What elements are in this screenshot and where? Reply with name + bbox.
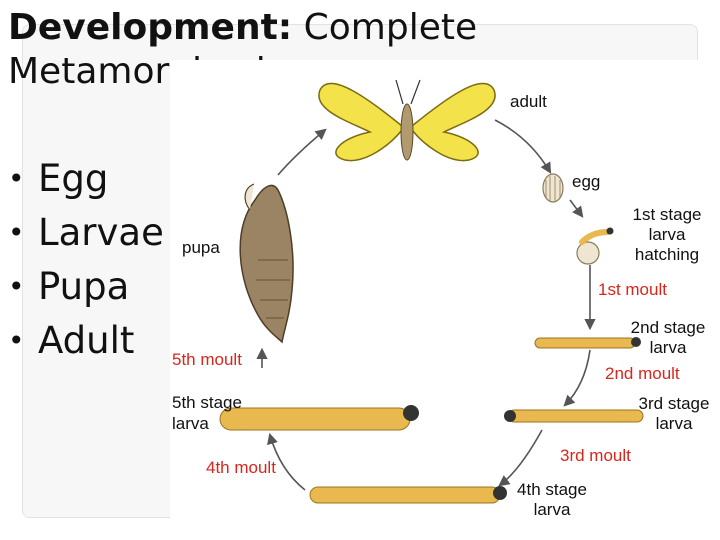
lifecycle-illustration (219, 79, 644, 504)
egg-icon (542, 173, 564, 203)
label-2nd-moult: 2nd moult (605, 364, 680, 383)
label-adult: adult (510, 92, 547, 111)
arrow-egg-to-hatching (569, 199, 584, 218)
bullet-item-egg: •Egg (8, 152, 164, 206)
lifecycle-diagram: adult egg 1st stage larva hatching 1st m… (170, 60, 720, 520)
larva-4th-icon (309, 486, 507, 504)
bullet-dot-icon: • (8, 162, 25, 195)
larva-5th-icon (219, 405, 419, 431)
hatching-larva-icon (576, 227, 614, 265)
bullet-dot-icon: • (8, 270, 25, 303)
bullet-item-larvae: •Larvae (8, 206, 164, 260)
butterfly-icon (318, 79, 496, 162)
larva-2nd-icon (534, 337, 641, 349)
arrow-3rd-to-4th (498, 429, 543, 487)
label-3rd-moult: 3rd moult (560, 446, 631, 465)
arrow-adult-to-egg (494, 119, 552, 174)
label-4th-moult: 4th moult (206, 458, 276, 477)
arrow-4th-to-5th (267, 432, 306, 491)
label-hatching: 1st stage larva hatching (632, 205, 702, 264)
bullet-list: •Egg •Larvae •Pupa •Adult (8, 152, 164, 368)
label-3rd-stage-larva: 3rd stage larva (638, 394, 710, 433)
cycle-arrows (256, 119, 596, 491)
bullet-dot-icon: • (8, 324, 25, 357)
title-bold: Development: (8, 7, 293, 48)
bullet-dot-icon: • (8, 216, 25, 249)
label-egg: egg (572, 172, 601, 191)
label-5th-stage-larva: 5th stage larva (172, 393, 242, 433)
bullet-item-pupa: •Pupa (8, 260, 164, 314)
larva-3rd-icon (504, 409, 644, 423)
label-5th-moult: 5th moult (172, 350, 242, 369)
pupa-icon (239, 183, 294, 344)
label-4th-stage-larva: 4th stage larva (517, 480, 587, 519)
arrow-pupa-to-adult (277, 128, 327, 176)
label-2nd-stage-larva: 2nd stage larva (630, 318, 706, 357)
label-pupa: pupa (182, 238, 220, 257)
arrow-2nd-to-3rd (563, 349, 591, 407)
bullet-item-adult: •Adult (8, 314, 164, 368)
label-1st-moult: 1st moult (598, 280, 667, 299)
